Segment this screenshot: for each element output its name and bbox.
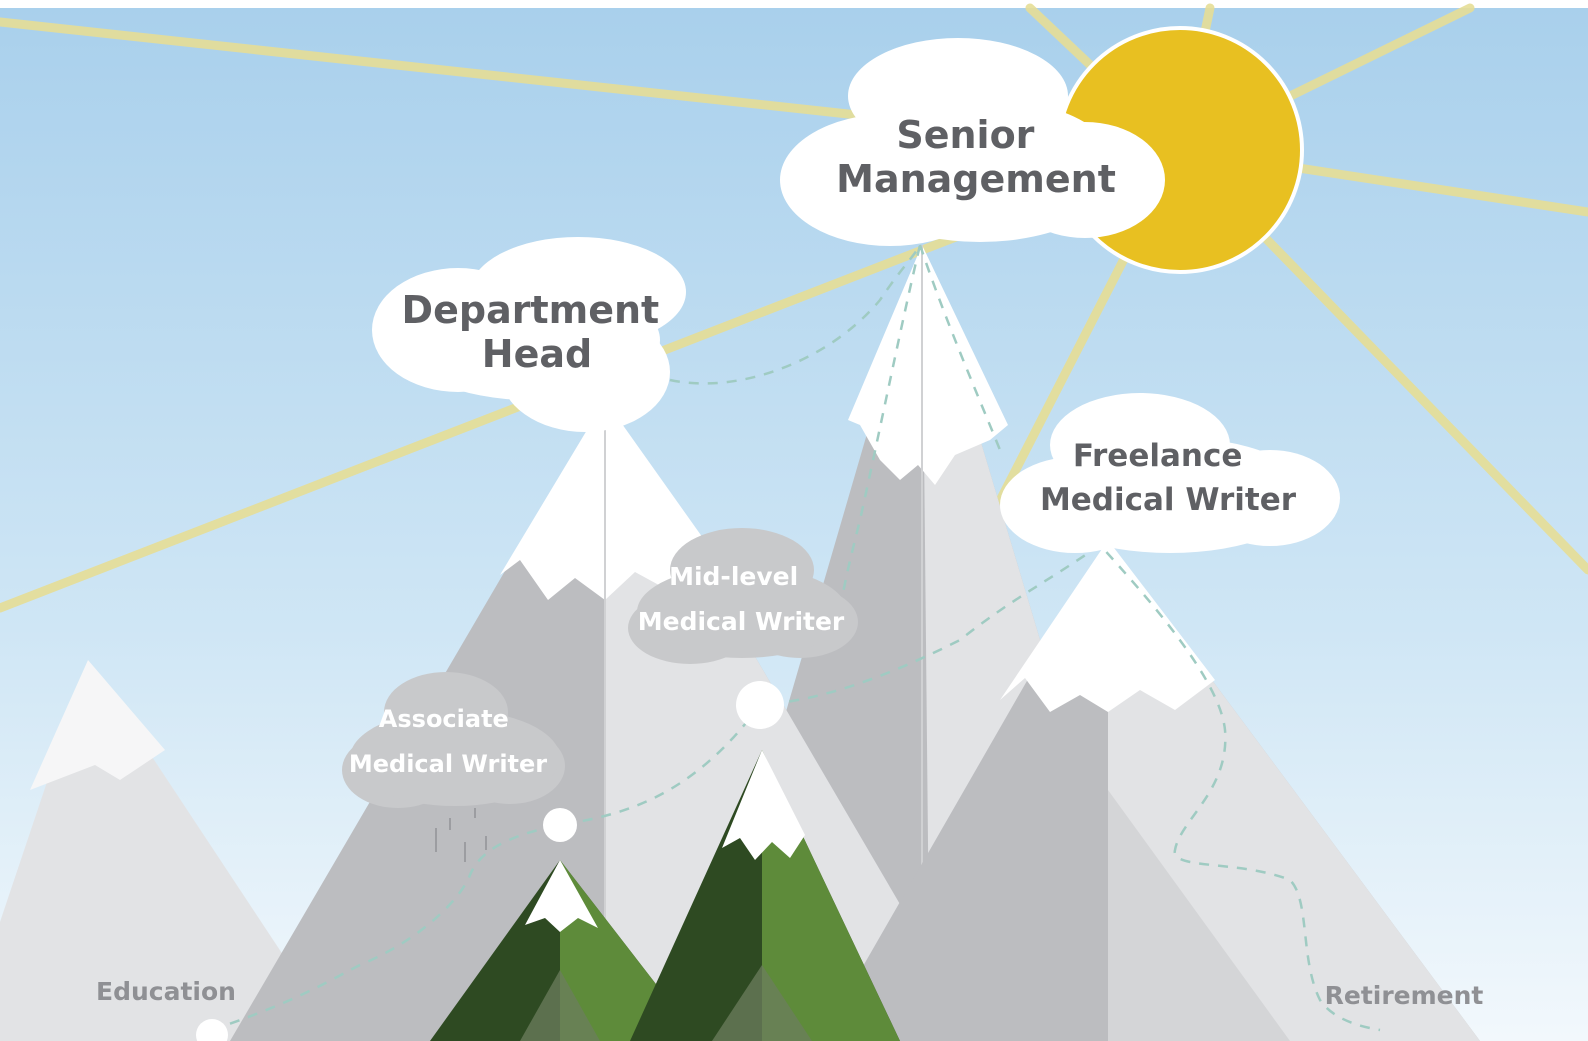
freelance-cloud	[1000, 393, 1340, 553]
associate-cloud	[342, 672, 565, 808]
senior-label-line-2: Management	[836, 157, 1116, 201]
milestone-dot-education	[196, 1019, 228, 1041]
department-label-line-2: Head	[482, 332, 592, 376]
senior-label-line-1: Senior	[896, 113, 1034, 157]
midlevel-label: Mid-level Medical Writer	[638, 562, 845, 636]
milestone-dot-associate	[543, 808, 577, 842]
freelance-mountain	[820, 540, 1480, 1041]
summit-path	[669, 244, 1002, 611]
senior-management-cloud	[780, 38, 1165, 246]
rain-lines	[435, 808, 487, 862]
midlevel-cloud	[628, 528, 858, 664]
midlevel-label-line-1: Mid-level	[669, 562, 798, 591]
senior-management-label: Senior Management	[836, 113, 1116, 201]
education-label: Education	[96, 977, 236, 1006]
midlevel-label-line-2: Medical Writer	[638, 607, 845, 636]
retirement-label: Retirement	[1325, 981, 1484, 1010]
forest-hills	[430, 750, 900, 1041]
associate-label-line-1: Associate	[379, 705, 509, 733]
associate-label: Associate Medical Writer	[349, 705, 547, 778]
associate-label-line-2: Medical Writer	[349, 750, 547, 778]
milestone-dot-midlevel	[736, 681, 784, 729]
freelance-label-line-1: Freelance	[1073, 438, 1243, 474]
freelance-label-line-2: Medical Writer	[1040, 482, 1297, 518]
freelance-label: Freelance Medical Writer	[1040, 438, 1297, 518]
far-left-mountain	[0, 660, 340, 1041]
department-head-cloud	[372, 237, 686, 432]
department-label-line-1: Department	[402, 288, 660, 332]
department-head-label: Department Head	[402, 288, 673, 376]
